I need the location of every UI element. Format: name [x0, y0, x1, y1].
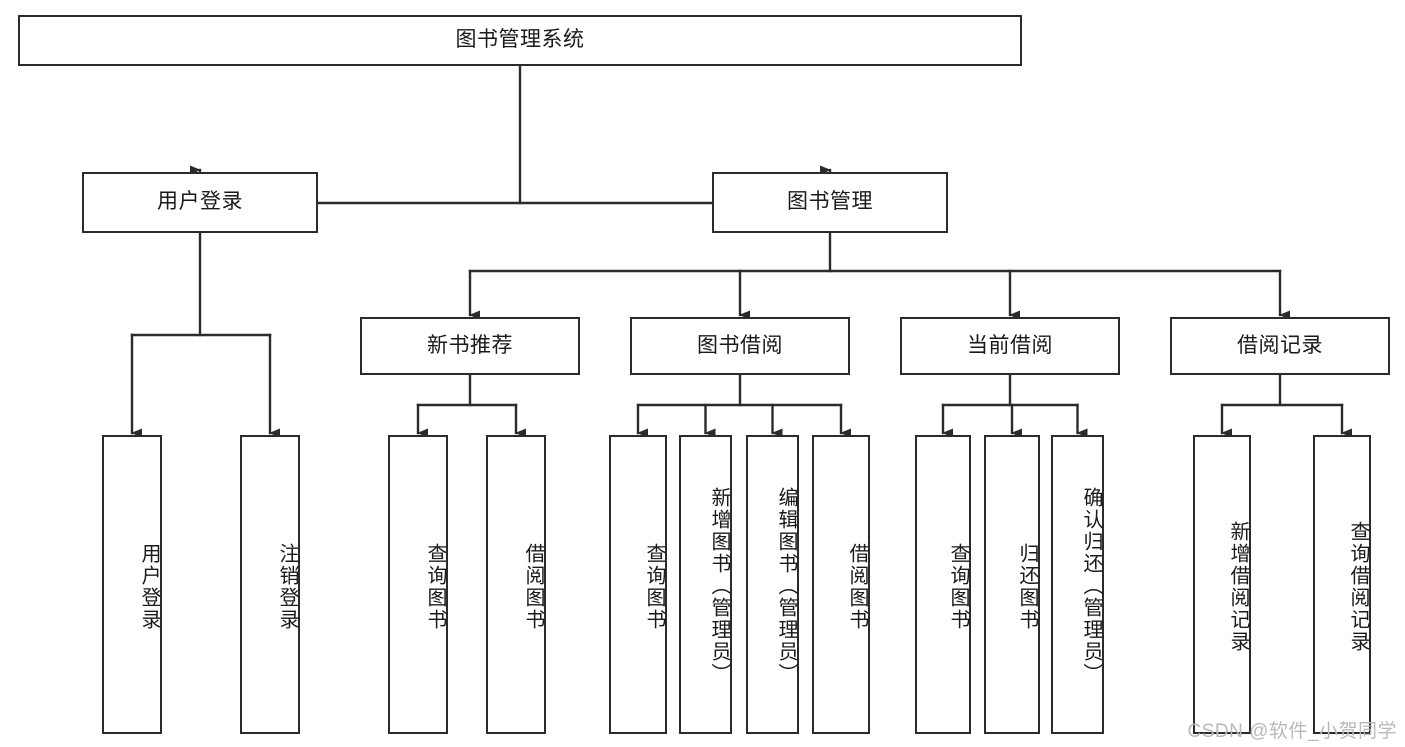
node-leaf-confirm-return-admin[interactable]: 确认归还（管理员） [1051, 435, 1104, 734]
node-leaf-borrow-book-1[interactable]: 借阅图书 [486, 435, 546, 734]
node-label: 查询借阅记录 [1347, 520, 1369, 653]
node-leaf-query-book-2[interactable]: 查询图书 [609, 435, 667, 734]
watermark-text: CSDN @软件_小贺同学 [1187, 721, 1397, 742]
node-label: 新增图书（管理员） [708, 486, 730, 685]
node-label: 借阅图书 [846, 542, 868, 631]
node-leaf-query-borrow-record[interactable]: 查询借阅记录 [1313, 435, 1371, 734]
node-label: 查询图书 [424, 542, 446, 631]
node-leaf-logout[interactable]: 注销登录 [240, 435, 300, 734]
node-label: 当前借阅 [967, 333, 1053, 357]
node-leaf-add-borrow-record[interactable]: 新增借阅记录 [1193, 435, 1251, 734]
node-label: 查询图书 [643, 542, 665, 631]
node-leaf-return-book[interactable]: 归还图书 [984, 435, 1040, 734]
node-leaf-borrow-book-2[interactable]: 借阅图书 [812, 435, 870, 734]
node-label: 归还图书 [1016, 542, 1038, 631]
node-current-borrow[interactable]: 当前借阅 [900, 317, 1120, 375]
node-root-system[interactable]: 图书管理系统 [18, 15, 1022, 66]
node-leaf-user-login[interactable]: 用户登录 [102, 435, 162, 734]
node-leaf-query-book-3[interactable]: 查询图书 [915, 435, 971, 734]
node-book-management[interactable]: 图书管理 [712, 172, 948, 233]
node-label: 新书推荐 [427, 333, 513, 357]
node-leaf-edit-book-admin[interactable]: 编辑图书（管理员） [746, 435, 799, 734]
node-new-book-recommend[interactable]: 新书推荐 [360, 317, 580, 375]
node-book-borrow[interactable]: 图书借阅 [630, 317, 850, 375]
node-borrow-record[interactable]: 借阅记录 [1170, 317, 1390, 375]
node-label: 编辑图书（管理员） [775, 486, 797, 685]
node-label: 新增借阅记录 [1227, 520, 1249, 653]
node-leaf-add-book-admin[interactable]: 新增图书（管理员） [679, 435, 732, 734]
node-label: 注销登录 [276, 542, 298, 631]
node-label: 查询图书 [947, 542, 969, 631]
node-label: 用户登录 [157, 190, 243, 214]
node-label: 图书管理系统 [455, 28, 585, 52]
node-leaf-query-book-1[interactable]: 查询图书 [388, 435, 448, 734]
node-label: 借阅记录 [1237, 333, 1323, 357]
node-label: 图书借阅 [697, 333, 783, 357]
node-label: 借阅图书 [522, 542, 544, 631]
node-label: 确认归还（管理员） [1080, 486, 1102, 685]
node-label: 用户登录 [138, 542, 160, 631]
node-user-login[interactable]: 用户登录 [82, 172, 318, 233]
node-label: 图书管理 [787, 190, 873, 214]
